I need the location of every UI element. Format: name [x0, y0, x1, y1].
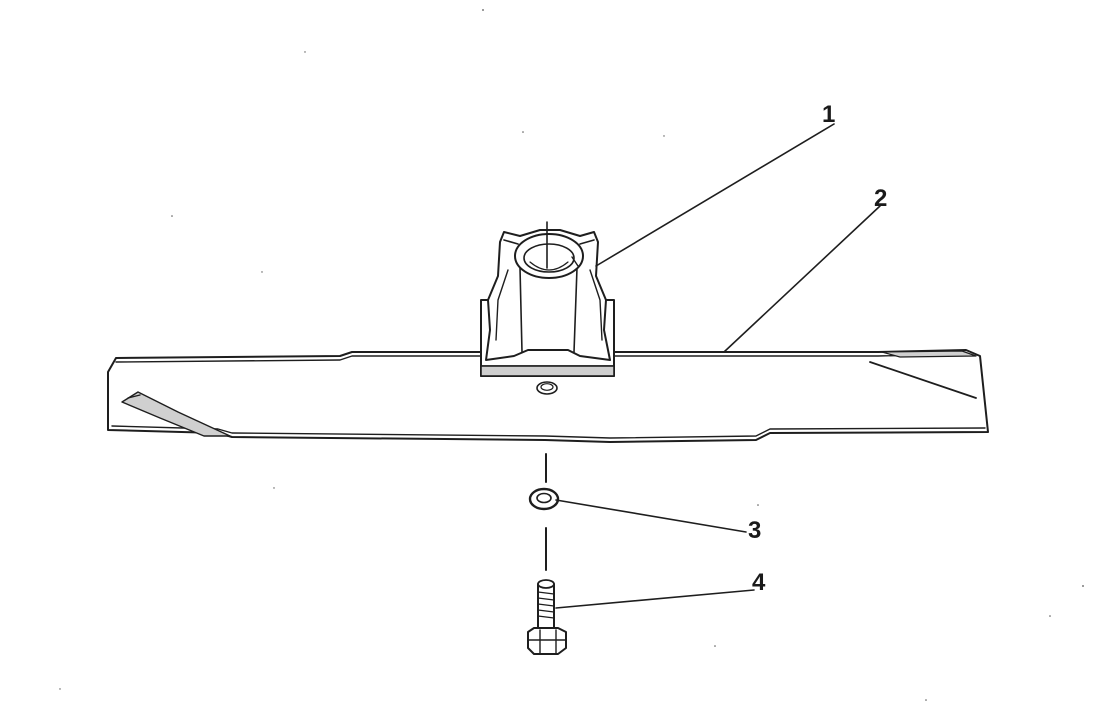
- callout-label-3: 3: [748, 517, 761, 544]
- washer: [528, 487, 560, 511]
- leader-line-2: [723, 205, 881, 353]
- callout-label-4: 4: [752, 569, 766, 596]
- blade-bolt: [527, 579, 567, 655]
- blade-adapter: [480, 221, 615, 377]
- leader-line-3: [555, 499, 747, 533]
- mower-blade: [107, 349, 989, 443]
- leader-lines: [555, 123, 881, 609]
- callout-labels: 1 2 3 4: [748, 101, 887, 596]
- callout-label-1: 1: [822, 101, 835, 128]
- callout-label-2: 2: [874, 185, 887, 212]
- leader-line-1: [595, 123, 835, 267]
- leader-line-4: [555, 589, 755, 609]
